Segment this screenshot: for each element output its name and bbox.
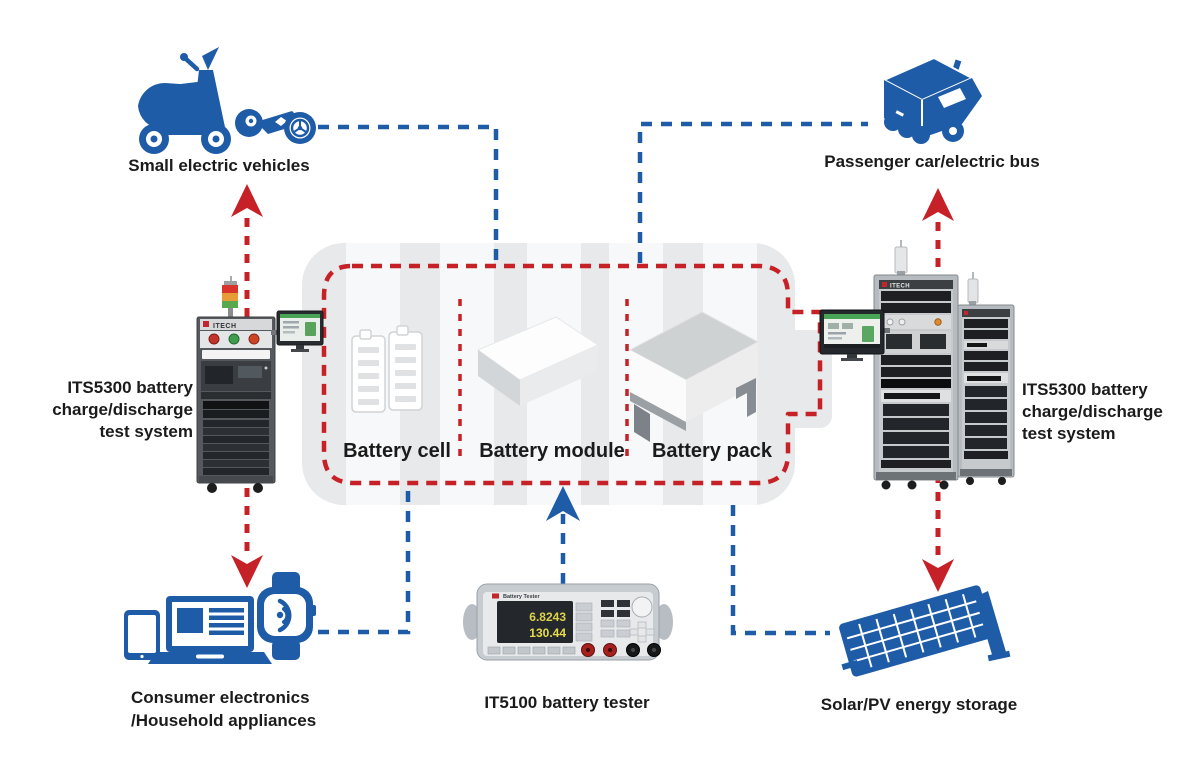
left-signal-tower-icon bbox=[222, 276, 238, 318]
red-arrow-down-icon bbox=[922, 559, 954, 592]
connector-battery-bus bbox=[637, 121, 868, 263]
label-line: charge/discharge bbox=[52, 400, 193, 419]
label-line: Consumer electronics bbox=[131, 688, 310, 707]
connector-battery-solar bbox=[730, 505, 830, 636]
label-consumer-electronics: Consumer electronics /Household applianc… bbox=[131, 686, 391, 732]
solar-panel-icon bbox=[839, 585, 1011, 677]
rack-brand-label: ITECH bbox=[213, 323, 237, 330]
label-line: ITS5300 battery bbox=[1022, 380, 1148, 399]
hoverboard-icon bbox=[235, 109, 316, 144]
smartwatch-icon bbox=[257, 572, 316, 660]
right-rack-tall: ITECH bbox=[873, 274, 959, 490]
label-solar-pv: Solar/PV energy storage bbox=[820, 695, 1018, 714]
red-arrow-up-icon bbox=[922, 188, 954, 221]
connector-consumer-battery bbox=[318, 486, 411, 635]
battery-pack-icon bbox=[628, 311, 760, 442]
label-right-test-system: ITS5300 battery charge/discharge test sy… bbox=[1022, 379, 1200, 445]
electric-bus-icon bbox=[883, 57, 982, 144]
battery-red-dashed-border bbox=[321, 263, 823, 486]
label-battery-module: Battery module bbox=[479, 440, 625, 462]
label-left-test-system: ITS5300 battery charge/discharge test sy… bbox=[23, 377, 193, 443]
label-battery-pack: Battery pack bbox=[651, 440, 773, 462]
scooter-icon bbox=[138, 47, 231, 154]
tester-display-reading-1: 6.8243 bbox=[529, 610, 566, 624]
right-signal-tower-icon bbox=[967, 272, 979, 306]
left-rack-cabinet: ITECH bbox=[196, 316, 276, 493]
label-line: ITS5300 battery bbox=[67, 378, 193, 397]
right-rack-short bbox=[957, 304, 1015, 485]
label-it5100-tester: IT5100 battery tester bbox=[484, 693, 650, 712]
rack-brand-label: ITECH bbox=[890, 284, 910, 290]
battery-module-icon bbox=[476, 316, 600, 406]
red-arrow-down-icon bbox=[231, 555, 263, 588]
battery-cell-icon bbox=[351, 325, 423, 413]
laptop-icon bbox=[148, 596, 272, 664]
label-line: test system bbox=[99, 422, 193, 441]
label-line: /Household appliances bbox=[131, 711, 317, 730]
label-line: charge/discharge bbox=[1022, 402, 1163, 421]
label-line: test system bbox=[1022, 424, 1116, 443]
tablet-icon bbox=[124, 610, 160, 660]
tester-panel-title: Battery Tester bbox=[503, 594, 540, 600]
right-monitor bbox=[819, 309, 890, 361]
label-passenger-bus: Passenger car/electric bus bbox=[824, 152, 1040, 171]
connector-smallev-battery bbox=[318, 124, 499, 263]
right-signal-tower-icon bbox=[894, 240, 908, 277]
battery-tester-device: Battery Tester 6.8243 130.44 bbox=[463, 583, 673, 661]
left-monitor bbox=[271, 310, 324, 352]
red-arrow-up-icon bbox=[231, 184, 263, 217]
blue-arrow-up-icon bbox=[546, 486, 580, 521]
label-battery-cell: Battery cell bbox=[343, 440, 451, 462]
label-small-electric-vehicles: Small electric vehicles bbox=[128, 156, 310, 175]
tester-display-reading-2: 130.44 bbox=[529, 626, 566, 640]
